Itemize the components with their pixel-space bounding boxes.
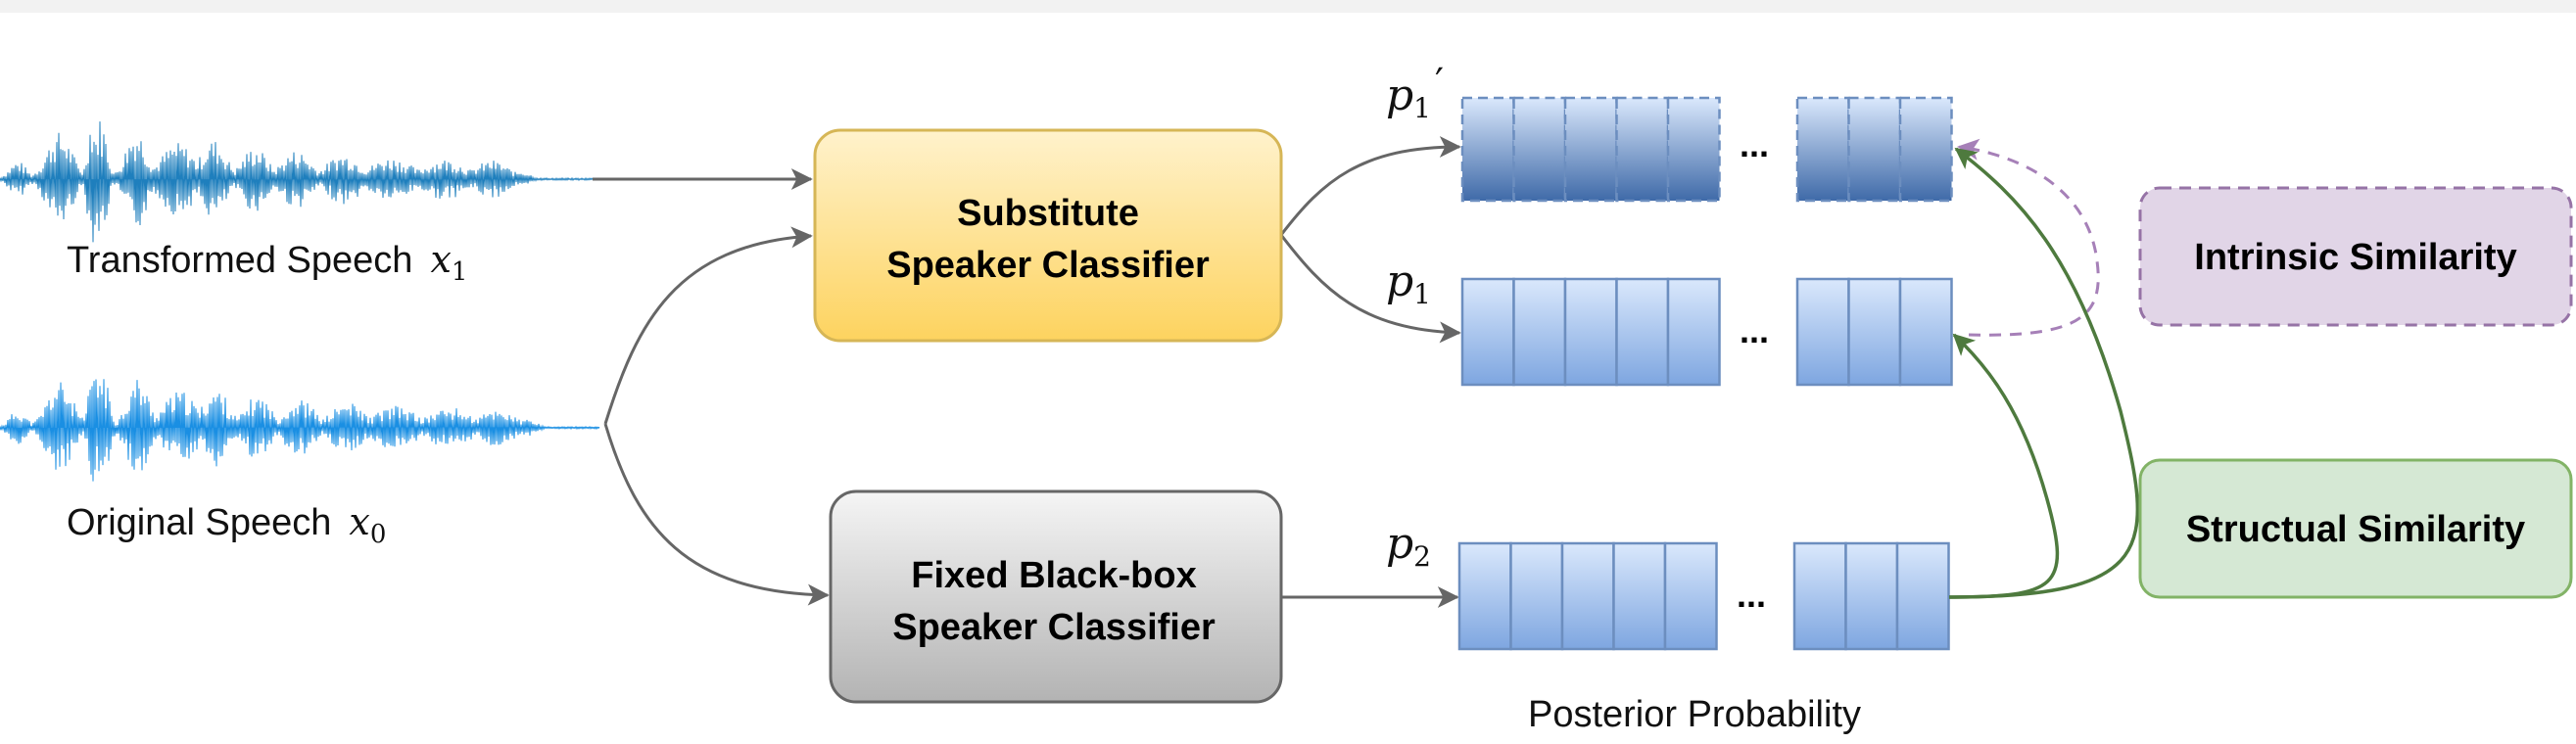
p1-prime-right-cell — [1795, 96, 1850, 203]
p2-left-cell — [1663, 541, 1718, 651]
intrinsic-similarity-box: Intrinsic Similarity — [2138, 186, 2573, 327]
original-to-substitute-arrow — [603, 226, 813, 425]
intrinsic-similarity-label: Intrinsic Similarity — [2194, 237, 2516, 278]
substitute-to-p1-arrow — [1279, 234, 1461, 344]
p1-prime-left-cell — [1460, 96, 1515, 203]
substitute-classifier-block: Substitute Speaker Classifier — [813, 128, 1283, 343]
similarity-arrows — [1948, 138, 2140, 599]
structural-to-p1prime-arrow — [1948, 147, 2140, 599]
p1-prime-left-cell — [1666, 96, 1721, 203]
p2-right-cell — [1844, 541, 1899, 651]
original-waveform-icon — [0, 379, 600, 482]
p1-prime-left-cell — [1512, 96, 1567, 203]
p1-prime-right-cell — [1847, 96, 1902, 203]
p1-right-cell — [1795, 277, 1850, 387]
p1-prime-left-cell — [1563, 96, 1618, 203]
substitute-to-p1prime-arrow — [1279, 136, 1461, 236]
posterior-p1-vector — [1460, 277, 1953, 387]
p1-ellipsis: ... — [1740, 310, 1769, 350]
substitute-title-line1: Substitute — [957, 193, 1139, 234]
p1-left-cell — [1563, 277, 1618, 387]
top-strip — [0, 0, 2576, 13]
p1-label: p1 — [1386, 256, 1431, 310]
p2-ellipsis: ... — [1737, 575, 1766, 615]
blackbox-title-line1: Fixed Black-box — [911, 555, 1196, 596]
p2-left-cell — [1612, 541, 1667, 651]
p1-right-cell — [1898, 277, 1953, 387]
p2-left-cell — [1560, 541, 1615, 651]
p1-prime-left-cell — [1615, 96, 1670, 203]
p2-right-cell — [1792, 541, 1847, 651]
p1-left-cell — [1460, 277, 1515, 387]
structural-to-p1-arrow — [1948, 333, 2060, 599]
blackbox-classifier-block: Fixed Black-box Speaker Classifier — [829, 489, 1283, 704]
p2-left-cell — [1457, 541, 1512, 651]
original-to-blackbox-arrow — [603, 423, 830, 606]
input-connectors — [593, 136, 1461, 608]
p1-prime-label: p1′ — [1386, 61, 1444, 124]
p1-prime-right-cell — [1898, 96, 1953, 203]
p1-right-cell — [1847, 277, 1902, 387]
p2-right-cell — [1895, 541, 1950, 651]
transformed-waveform-icon — [0, 121, 594, 243]
blackbox-title-line2: Speaker Classifier — [892, 607, 1216, 648]
p1-left-cell — [1666, 277, 1721, 387]
posterior-p2-vector — [1457, 541, 1950, 651]
p1-left-cell — [1615, 277, 1670, 387]
substitute-title-line2: Speaker Classifier — [886, 245, 1210, 286]
p1-prime-ellipsis: ... — [1740, 124, 1769, 164]
posterior-p1-prime-vector — [1460, 96, 1953, 203]
p2-left-cell — [1509, 541, 1564, 651]
p2-label: p2 — [1386, 519, 1431, 573]
structural-similarity-box: Structual Similarity — [2138, 458, 2573, 599]
intrinsic-similarity-arrow — [1957, 138, 2100, 337]
p1-left-cell — [1512, 277, 1567, 387]
posterior-probability-caption: Posterior Probability — [1528, 694, 1861, 735]
structural-similarity-label: Structual Similarity — [2186, 509, 2525, 550]
